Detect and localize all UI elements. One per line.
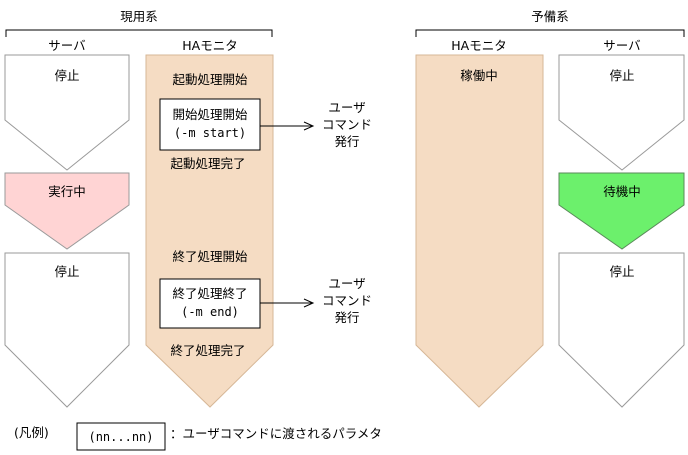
end-box-line2: (-m end)	[181, 305, 239, 319]
standby-monitor-header: HAモニタ	[451, 38, 506, 53]
standby-server-stop-top	[558, 54, 685, 171]
legend-sample-box	[76, 422, 166, 451]
user-command-top-line1: ユーザ	[328, 100, 365, 115]
standby-server-stop-bottom	[558, 252, 685, 408]
standby-server-stop-bottom-label: 停止	[609, 264, 634, 279]
end-begin-label: 終了処理開始	[172, 249, 248, 264]
start-begin-label: 起動処理開始	[172, 72, 248, 87]
start-box-line2: (-m start)	[174, 126, 246, 140]
end-done-label: 終了処理完了	[170, 343, 245, 358]
user-command-bottom-line3: 発行	[334, 310, 359, 325]
end-command-box: 終了処理終了 (-m end)	[159, 278, 261, 329]
active-monitor-header: HAモニタ	[182, 38, 237, 53]
end-box-line1: 終了処理終了	[172, 286, 247, 301]
user-command-top-line2: コマンド	[322, 117, 372, 132]
standby-system-label: 予備系	[531, 9, 569, 24]
start-done-label: 起動処理完了	[170, 156, 245, 171]
active-server-stop-top	[4, 54, 130, 171]
legend-description: ：ユーザコマンドに渡されるパラメタ	[170, 426, 382, 441]
start-box-line1: 開始処理開始	[172, 107, 248, 122]
active-server-running	[4, 172, 130, 250]
end-user-command-arrow	[260, 298, 315, 308]
legend: (凡例) (nn...nn) ：ユーザコマンドに渡されるパラメタ	[14, 422, 382, 451]
user-command-top-line3: 発行	[334, 134, 359, 149]
active-server-stop-bottom	[4, 252, 130, 408]
start-command-box: 開始処理開始 (-m start)	[159, 98, 261, 151]
user-command-bottom-line2: コマンド	[322, 293, 372, 308]
user-command-bottom-line1: ユーザ	[328, 276, 365, 291]
standby-server-waiting-label: 待機中	[603, 184, 641, 199]
standby-server-waiting	[558, 172, 685, 250]
standby-system-bracket: 予備系	[415, 9, 685, 37]
active-server-stop-top-label: 停止	[54, 68, 79, 83]
standby-monitor-state: 稼働中	[460, 68, 498, 83]
active-system-label: 現用系	[120, 9, 158, 24]
standby-monitor-arrow	[415, 54, 544, 408]
standby-server-stop-top-label: 停止	[609, 68, 634, 83]
active-server-header: サーバ	[48, 38, 85, 53]
start-user-command-arrow	[260, 121, 315, 131]
legend-box-text: (nn...nn)	[88, 430, 153, 444]
standby-server-header: サーバ	[603, 38, 640, 53]
active-server-running-label: 実行中	[48, 184, 86, 199]
legend-title: (凡例)	[14, 425, 49, 440]
active-system-bracket: 現用系	[5, 9, 273, 37]
active-server-stop-bottom-label: 停止	[54, 264, 79, 279]
